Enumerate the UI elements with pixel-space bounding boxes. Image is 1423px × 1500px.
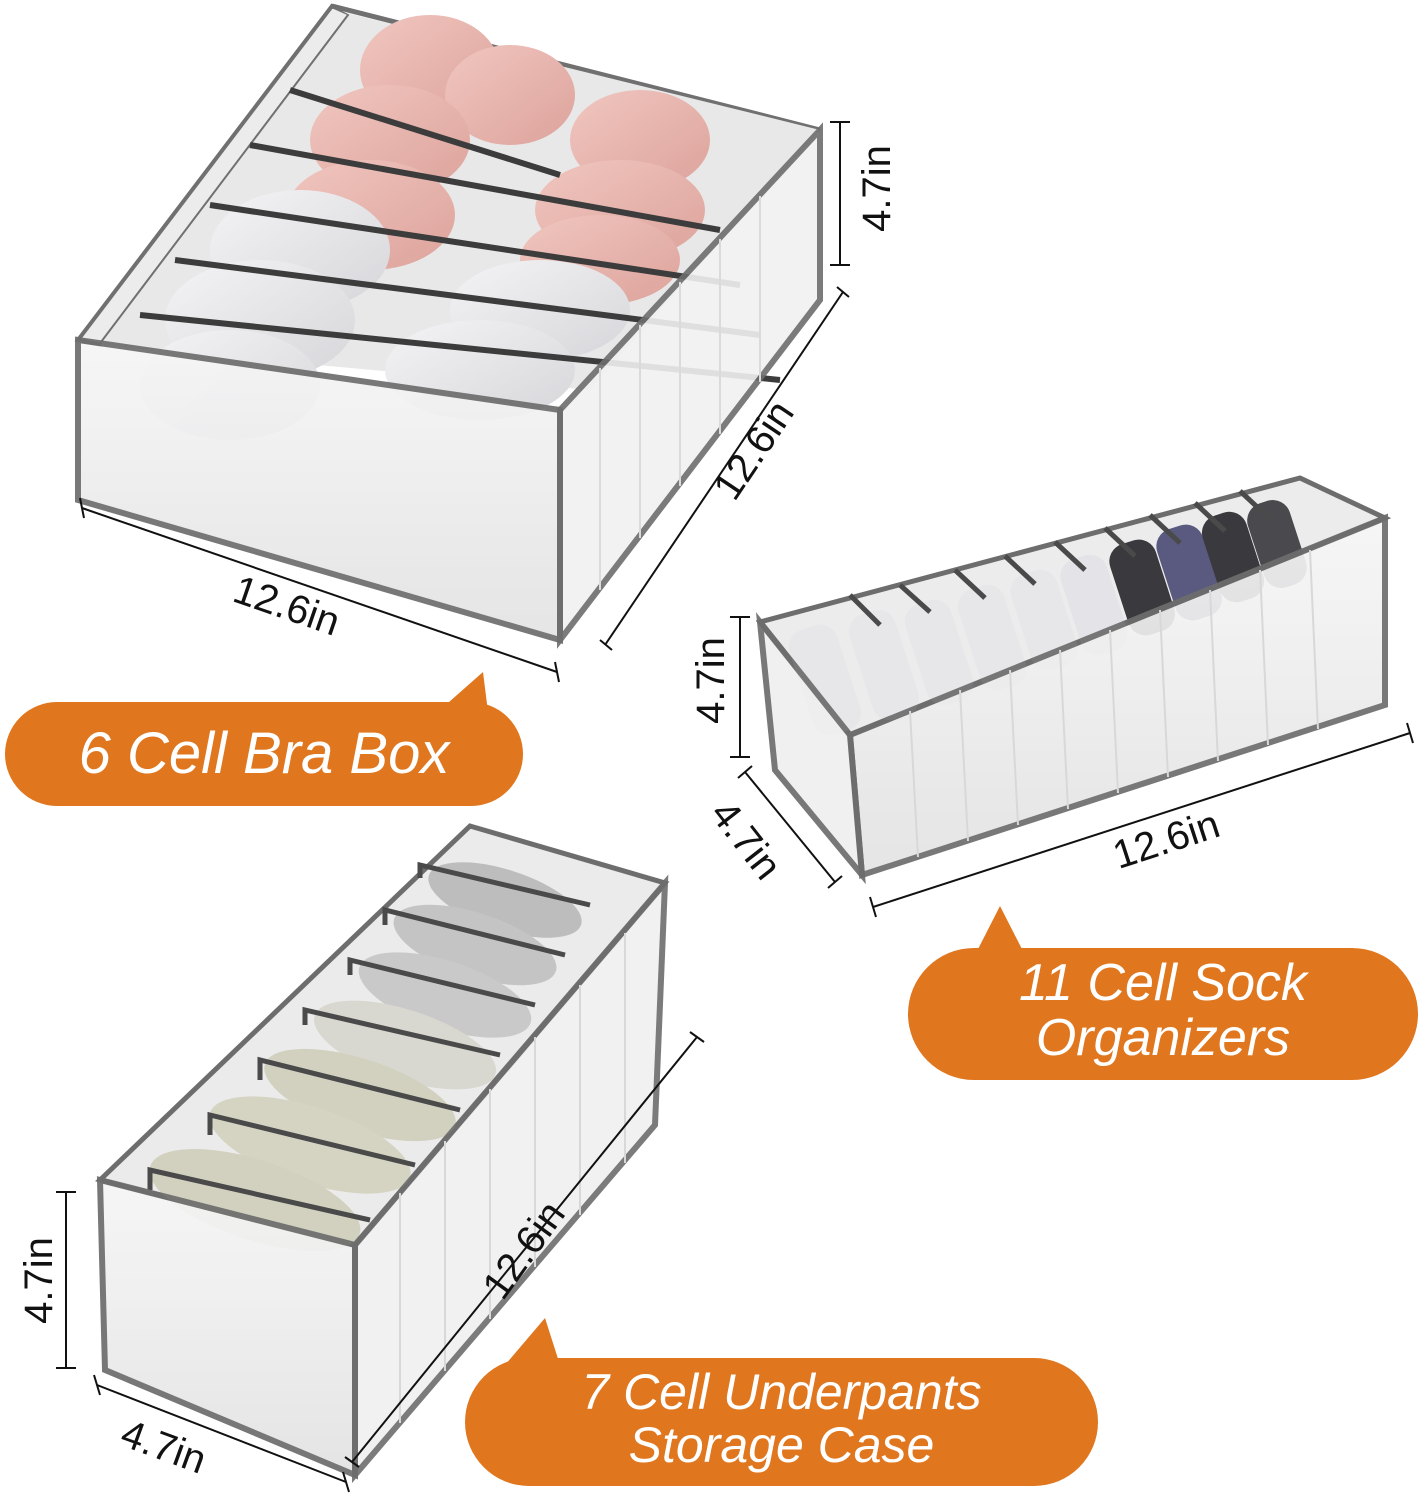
- underpants-callout-line1: 7 Cell Underpants: [581, 1364, 982, 1420]
- sock-organizer-illustration: [755, 475, 1392, 885]
- bra-box-callout-label: 6 Cell Bra Box: [78, 721, 450, 786]
- sock-callout-shape: [908, 906, 1418, 1080]
- bra-box-dimension-lines: [79, 121, 850, 683]
- bra-box-callout-shape: [5, 672, 523, 806]
- sock-callout-line1: 11 Cell Sock: [1018, 954, 1308, 1012]
- bra-box-illustration: [74, 3, 823, 649]
- sock-dimension-lines: [730, 616, 1414, 918]
- sock-callout-line2: Organizers: [1035, 1008, 1291, 1067]
- sock-callout-label: 11 Cell Sock Organizers: [908, 956, 1418, 1065]
- bra-box-height-label: 4.7in: [854, 145, 899, 232]
- underpants-callout-shape: [465, 1318, 1098, 1486]
- underpants-height-label: 4.7in: [16, 1237, 61, 1324]
- underpants-callout-line2: Storage Case: [628, 1416, 935, 1473]
- underpants-dimension-lines: [56, 1031, 705, 1493]
- underpants-callout-label: 7 Cell Underpants Storage Case: [465, 1366, 1098, 1471]
- sock-height-label: 4.7in: [688, 637, 733, 724]
